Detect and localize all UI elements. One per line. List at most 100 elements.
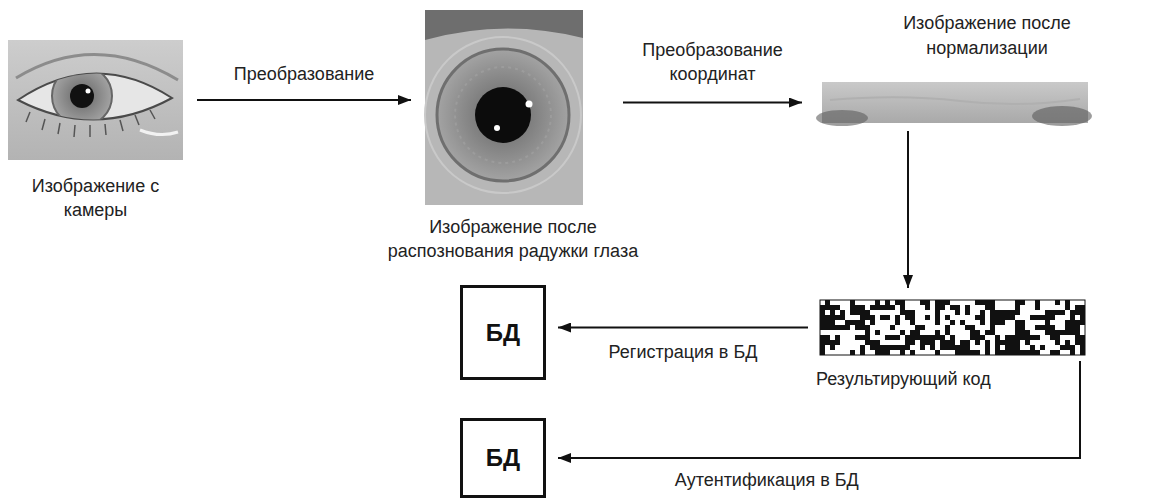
code-bit [1045,320,1050,325]
code-bit [930,340,935,345]
code-bit [990,330,995,335]
code-bit [960,350,965,355]
code-bit [920,335,925,340]
skin-highlight [140,130,178,135]
code-bit [940,300,945,305]
code-bit [1080,315,1085,320]
code-bit [1010,315,1015,320]
code-bit [950,345,955,350]
photo-node: Изображение после нормализации [822,82,1088,123]
code-bit [910,315,915,320]
code-bit [850,350,855,355]
code-bit [935,320,940,325]
code-bit [975,350,980,355]
edge-label: Преобразование координат [625,38,801,87]
code-bit [950,305,955,310]
code-bit [1010,345,1015,350]
code-bit [845,325,850,330]
code-bit [935,305,940,310]
code-bit [925,315,930,320]
code-bit [925,305,930,310]
code-bit [1065,305,1070,310]
code-bit [885,315,890,320]
code-bit [1070,320,1075,325]
code-bit [855,305,860,310]
iris-highlight [494,125,500,131]
code-bit [965,345,970,350]
code-bit [910,320,915,325]
normalized-strip-photo [816,82,1092,126]
code-bit [830,310,835,315]
code-bit [1070,310,1075,315]
code-bit [1035,325,1040,330]
code-bit [865,335,870,340]
code-bit [995,340,1000,345]
code-bit [1010,350,1015,355]
code-bit [945,300,950,305]
code-bit [945,340,950,345]
code-bit [955,350,960,355]
code-bit [840,310,845,315]
code-bit [930,335,935,340]
code-bit [1030,345,1035,350]
code-bit [1065,340,1070,345]
code-bit [830,315,835,320]
code-bit [875,345,880,350]
code-bit [1075,330,1080,335]
edge-label: Регистрация в БД [606,340,761,364]
code-bit [1080,320,1085,325]
code-bit [855,310,860,315]
iris-outer-ring [425,37,581,193]
code-bit [825,300,830,305]
code-bit [985,305,990,310]
eye-lashes [26,110,155,137]
code-bit [1025,335,1030,340]
code-bit [1025,340,1030,345]
code-bit [1070,345,1075,350]
code-bit [1015,305,1020,310]
code-bit [865,325,870,330]
code-bit [995,345,1000,350]
code-bit [945,325,950,330]
code-bit [1015,340,1020,345]
edge-label: Аутентификация в БД [672,468,862,492]
iris-disc [437,49,569,181]
code-bit [1080,345,1085,350]
code-bit [1060,310,1065,315]
code-bit [825,335,830,340]
code-bit [1045,330,1050,335]
code-bit [945,330,950,335]
database-box: БД [460,418,546,498]
code-bit [830,340,835,345]
code-bit [1065,330,1070,335]
code-bit [855,320,860,325]
code-bit [885,305,890,310]
code-bit [985,345,990,350]
code-bit [830,305,835,310]
code-bit [925,300,930,305]
code-bit [1075,320,1080,325]
code-bit [1020,325,1025,330]
code-bit [885,335,890,340]
code-bit [965,325,970,330]
code-bit [900,350,905,355]
code-bit [885,300,890,305]
code-bit [935,315,940,320]
code-bit [835,335,840,340]
strip-shadow [1032,106,1092,126]
code-bit [1035,300,1040,305]
code-bit [1020,300,1025,305]
code-bit [825,315,830,320]
code-bit [1060,330,1065,335]
code-bit [1025,330,1030,335]
code-bit [960,320,965,325]
code-bit [950,335,955,340]
code-bit [1070,315,1075,320]
code-bit [985,350,990,355]
database-label: БД [486,319,520,347]
code-bit [890,325,895,330]
code-bit [860,305,865,310]
code-bit [820,345,825,350]
code-bit [980,320,985,325]
